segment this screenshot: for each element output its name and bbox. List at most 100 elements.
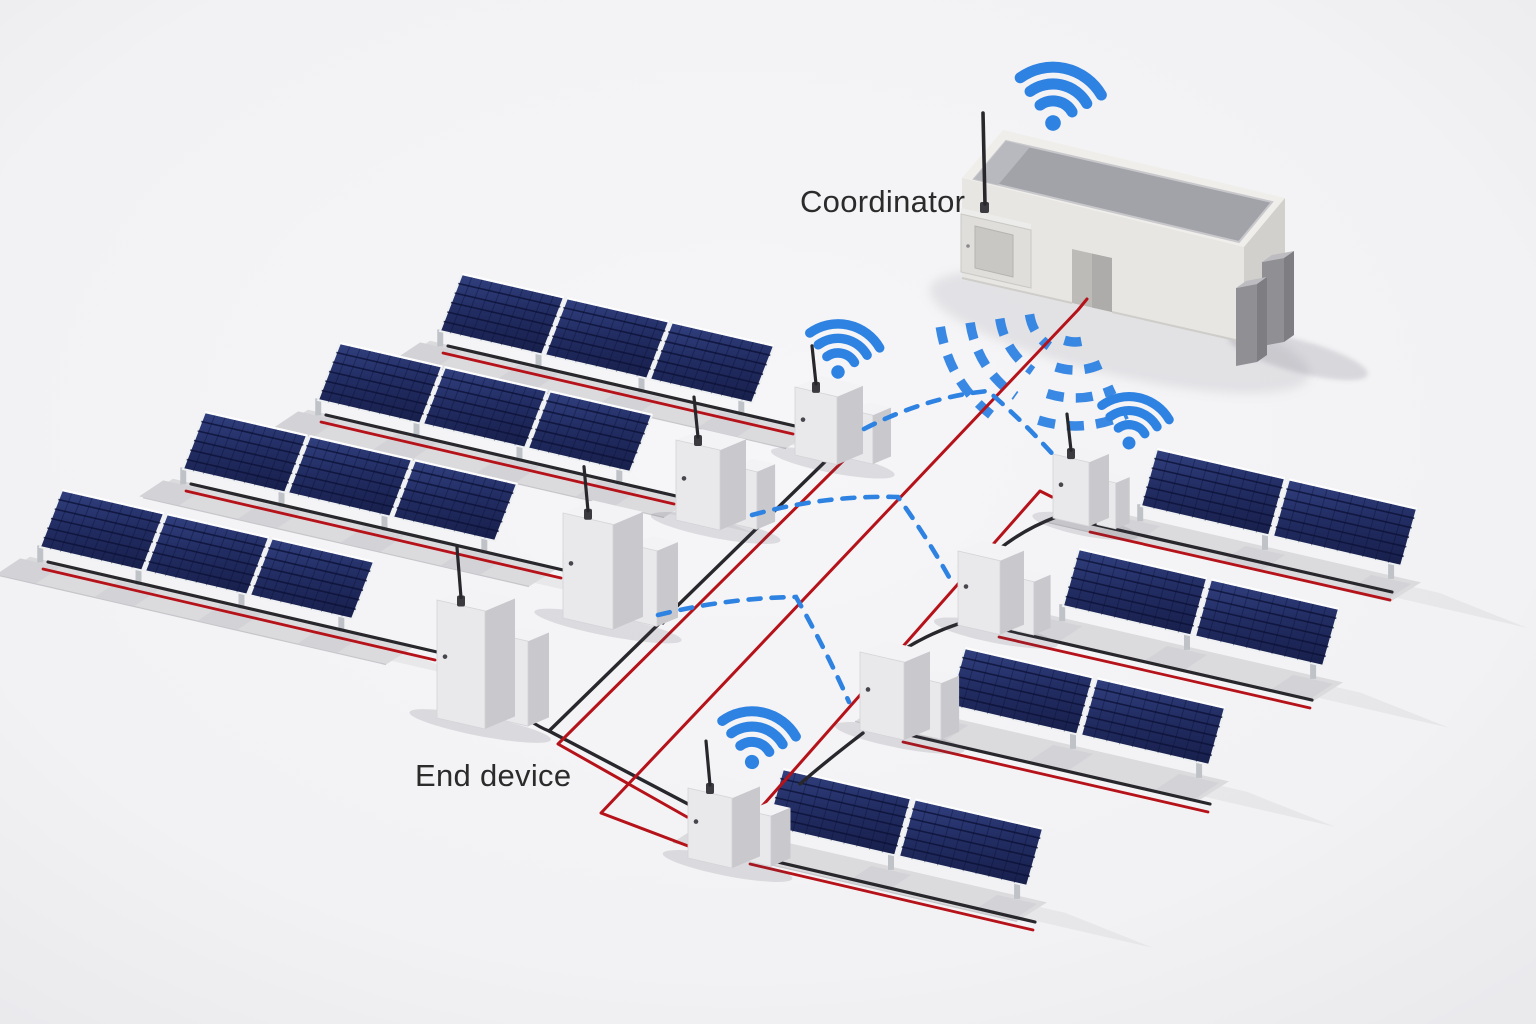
wireless-link-dashed (655, 594, 852, 705)
panel-cell-rows (321, 351, 439, 415)
dc-border-red (755, 489, 1054, 814)
panel-cell-rows (291, 444, 409, 508)
antenna (1065, 412, 1073, 452)
panel-cell-columns (1285, 482, 1405, 564)
mount-base-plate (575, 480, 640, 506)
field-device-R2 (933, 540, 1058, 649)
panel-top-highlight (1078, 547, 1208, 580)
panel-top-highlight (309, 435, 413, 461)
panel-top-highlight (414, 459, 518, 485)
wifi-arc (1034, 95, 1078, 118)
panel-cell-columns (1093, 681, 1213, 763)
pillar-back-top (1262, 251, 1294, 262)
wifi-dot (744, 754, 760, 770)
mount-base-plate (847, 865, 911, 891)
field-device-L3 (534, 465, 682, 644)
mount-post (1310, 661, 1317, 679)
mount-post (1262, 532, 1268, 550)
broadcast-arc (965, 321, 1019, 400)
device-led (865, 687, 871, 692)
dc-feeder-red (599, 297, 1089, 851)
panel-cell-rows (426, 375, 544, 439)
dc-cable-red (441, 351, 795, 436)
panel-cell-columns (327, 345, 433, 422)
pillar-back-side (1284, 251, 1294, 342)
panel-cell-rows (653, 331, 771, 395)
wifi-icon-device-R1 (1097, 392, 1174, 450)
panel-cell-rows (769, 777, 909, 847)
field-device-L2 (650, 395, 781, 544)
mount-base-plate (94, 581, 159, 606)
panel-top-highlight (671, 321, 775, 347)
device-main-box-side (613, 511, 643, 630)
panel-cell-rows (951, 656, 1091, 726)
dc-cable-black (903, 732, 1212, 806)
mount-base-plate (1155, 773, 1220, 799)
device-led (442, 654, 448, 659)
device-aux-box-side (657, 542, 678, 627)
dc-cable-red (1088, 530, 1392, 602)
mount-base-plate (372, 434, 437, 459)
wifi-dot (1122, 436, 1136, 450)
panel-cell-rows (43, 498, 161, 562)
device-main-box-side (720, 439, 746, 531)
device-main-box-side (1000, 550, 1024, 635)
panel-cell-rows (1065, 557, 1205, 627)
mount-base-plate (297, 627, 362, 653)
mount-base-plate (973, 894, 1038, 920)
wifi-arc (822, 348, 860, 368)
dc-cable-black (189, 482, 565, 572)
panel-cell-rows (1197, 588, 1337, 658)
panel-cell-columns (537, 393, 643, 470)
mount-post (1196, 760, 1203, 778)
device-link-cable (798, 731, 865, 786)
device-main-box-front (1052, 453, 1090, 527)
coordinator-antenna-base (980, 202, 989, 213)
panel-top-highlight (444, 366, 548, 392)
broadcast-arc (1037, 409, 1129, 431)
mount-post (1014, 881, 1021, 899)
dc-cable-black (446, 344, 797, 428)
dc-cable-red (41, 567, 437, 662)
device-led (681, 476, 687, 481)
panel-top-highlight (1210, 578, 1340, 610)
broadcast-arc (1045, 384, 1117, 403)
antenna-base (694, 435, 702, 447)
mount-post (37, 545, 44, 563)
field-devices (409, 344, 1139, 882)
dc-cable-red (748, 862, 1035, 932)
mount-base-plate (475, 457, 540, 483)
broadcast-arc (995, 317, 1036, 375)
panel-top-highlight (61, 488, 165, 515)
mount-post (381, 513, 388, 531)
wireless-link-dashed (749, 494, 952, 580)
building-roof-interior (972, 139, 1274, 244)
antenna-base (812, 381, 820, 393)
mount-post (616, 467, 623, 485)
row-base-edge (0, 575, 387, 666)
building-front-wall (962, 178, 1244, 342)
panel-cell-rows (396, 469, 514, 533)
panel-cell-columns (659, 324, 765, 401)
mount-post (278, 490, 285, 508)
panel-cell-columns (1075, 551, 1195, 633)
panel-cell-rows (531, 400, 649, 464)
device-aux-box-side (528, 632, 549, 727)
device-main-box-top (1053, 445, 1109, 463)
wifi-arc (1024, 78, 1093, 109)
panel-top-highlight (204, 410, 308, 437)
wifi-icons (717, 61, 1174, 770)
panel-cell-rows (253, 547, 371, 611)
panel-cell-rows (148, 522, 266, 586)
field-device-L4 (409, 545, 551, 743)
wifi-arc (1113, 420, 1150, 439)
antenna (455, 545, 463, 600)
broadcast-signal-fans (935, 313, 1129, 431)
field-device-R4 (662, 739, 793, 882)
device-main-box-front (436, 599, 486, 730)
panel-cell-rows (1083, 687, 1223, 757)
pillar-front-top (1236, 277, 1267, 288)
device-main-box-top (563, 500, 643, 525)
panel-cell-columns (1153, 451, 1273, 533)
